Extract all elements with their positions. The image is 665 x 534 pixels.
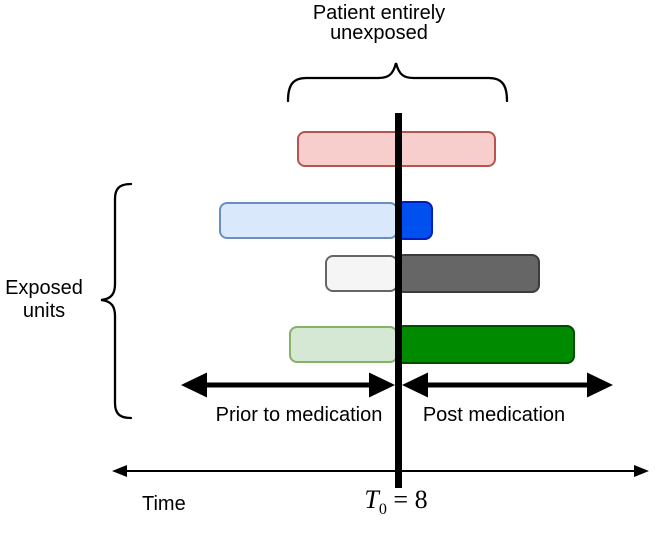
time-axis-left-head-icon (112, 465, 127, 477)
exposed-units-line2: units (22, 300, 66, 322)
label-prior-to-medication: Prior to medication (215, 404, 383, 426)
bar-exposed-unit-2-prior (325, 255, 398, 292)
arrow-post-period (402, 372, 613, 398)
label-t0-equals-8: T0 = 8 (330, 485, 462, 519)
t0-variable: T (364, 485, 379, 514)
arrow-prior-right-head-icon (369, 372, 395, 398)
medication-start-divider-line (395, 113, 402, 488)
brace-unexposed-span-icon (286, 62, 509, 103)
bar-exposed-unit-1-prior (219, 202, 398, 239)
title-line2: unexposed (330, 22, 428, 44)
label-post-medication: Post medication (422, 404, 566, 426)
time-axis-arrow (112, 465, 649, 477)
bar-exposed-unit-1-post (396, 201, 433, 240)
t0-subscript: 0 (378, 501, 387, 519)
bar-unexposed-patient (297, 131, 496, 167)
title-line1: Patient entirely (312, 2, 446, 24)
arrow-post-left-head-icon (402, 372, 428, 398)
t0-value: = 8 (386, 485, 428, 514)
time-axis-right-head-icon (634, 465, 649, 477)
bar-exposed-unit-2-post (396, 254, 540, 293)
exposed-units-line1: Exposed (5, 277, 83, 299)
label-time-axis: Time (142, 493, 186, 515)
bar-exposed-unit-3-post (396, 325, 575, 364)
label-exposed-units: Exposed units (2, 277, 86, 323)
arrow-prior-left-head-icon (181, 372, 207, 398)
bar-exposed-unit-3-prior (289, 326, 398, 363)
title-patient-unexposed: Patient entirely unexposed (269, 3, 489, 43)
arrow-post-right-head-icon (587, 372, 613, 398)
brace-exposed-units-icon (100, 182, 133, 420)
arrow-prior-period (181, 372, 395, 398)
